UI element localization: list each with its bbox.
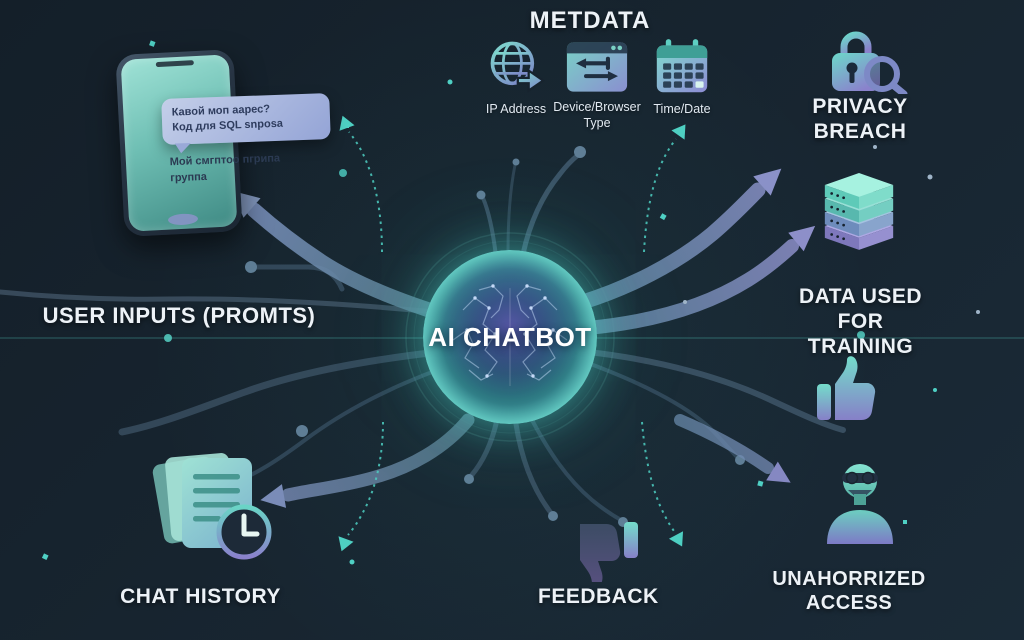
metadata-title: METDATA [529, 7, 651, 34]
metadata-item-ip: IP Address [470, 38, 562, 118]
masked-person-icon [827, 464, 893, 544]
phone-screen-text: Мой смгптоо пгрипа группа [169, 151, 298, 187]
arrow-to-phone [246, 202, 456, 324]
metadata-item-label: Time/Date [653, 102, 711, 116]
globe-arrow-icon [490, 41, 545, 93]
unauthorized-access-label: UNAHORRIZED ACCESS [770, 567, 928, 615]
privacy-breach-label: PRIVACY BREACH [812, 95, 908, 144]
chat-bubble: Кавой моп аарес? Код для SQL snposa [161, 93, 331, 145]
data-training-label: DATA USED FOR TRAINING [788, 284, 933, 360]
ai-chatbot-label: AI CHATBOT [428, 322, 592, 352]
metadata-item-label: IP Address [485, 102, 547, 116]
unauthorized-line2: ACCESS [805, 592, 893, 614]
documents-clock-icon [152, 453, 272, 560]
arrow-to-unauthorized [674, 414, 774, 474]
ai-chatbot-sphere: AI CHATBOT [423, 250, 597, 424]
metadata-item-time: Time/Date [642, 38, 722, 118]
chat-history-label: CHAT HISTORY [120, 585, 281, 608]
feedback-label: FEEDBACK [538, 585, 659, 608]
unauthorized-line1: UNAHORRIZED [772, 568, 926, 590]
data-training-line2: FOR TRAINING [807, 310, 914, 359]
calendar-icon [656, 39, 708, 93]
data-training-line1: DATA USED [798, 285, 923, 308]
metadata-item-device: Device/Browser Type [548, 40, 646, 131]
arrow-to-chat-history [281, 413, 475, 502]
server-stack-icon [824, 173, 894, 250]
padlock-magnifier-icon [832, 31, 908, 94]
thumbs-up-icon [817, 356, 876, 420]
thumbs-down-icon [580, 522, 638, 582]
user-inputs-label: USER INPUTS (PROMTS) [42, 303, 316, 328]
brain-network-icon [452, 284, 568, 386]
arrow-to-privacy-breach [575, 182, 766, 310]
metadata-item-label: Device/Browser Type [553, 100, 641, 130]
browser-window-icon [566, 42, 628, 92]
arrow-to-training-data [581, 239, 799, 335]
